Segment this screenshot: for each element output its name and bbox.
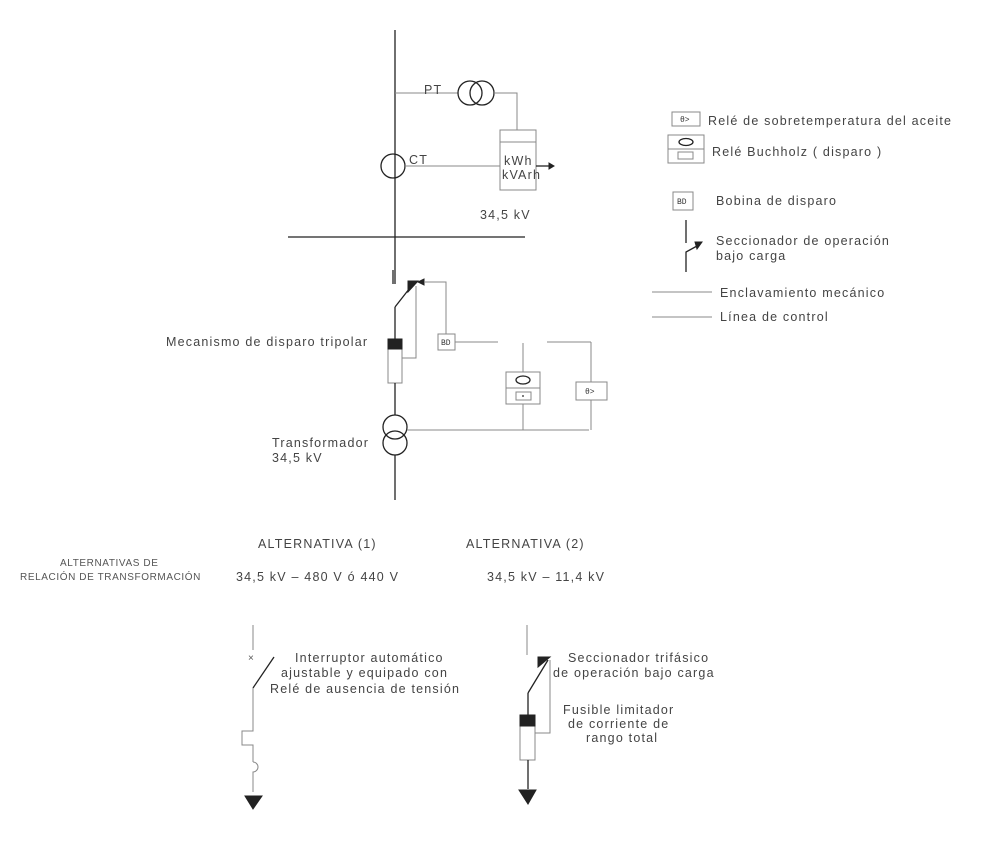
alt1-desc-3: Relé de ausencia de tensión (270, 682, 460, 696)
legend-theta-box (671, 111, 701, 127)
alt2-ratio: 34,5 kV – 11,4 kV (487, 570, 605, 584)
breaker-x-icon: × (248, 653, 254, 664)
buchholz-ellipse-icon (515, 375, 531, 385)
bd-control-line (424, 281, 447, 334)
legend-theta-symbol: θ> (680, 116, 690, 125)
legend-switch-icon (685, 245, 698, 272)
arrow-icon (548, 162, 555, 170)
alt1-load-arrow-icon (244, 795, 263, 810)
legend-label-interlock: Enclavamiento mecánico (720, 286, 885, 300)
fuse-striker-icon (387, 338, 403, 350)
undervoltage-relay-icon (241, 688, 254, 762)
metering-section: PT CT kWh kVArh 34,5 kV (288, 30, 555, 284)
alternatives-section: ALTERNATIVAS DE RELACIÓN DE TRANSFORMACI… (20, 537, 715, 810)
legend-label-control: Línea de control (720, 310, 829, 324)
trip-mechanism-label: Mecanismo de disparo tripolar (166, 335, 368, 349)
alt1-desc-1: Interruptor automático (295, 651, 444, 665)
legend-bd-symbol: BD (677, 198, 687, 207)
alt2-desc-3: Fusible limitador (563, 703, 674, 717)
alt2-heading: ALTERNATIVA (2) (466, 537, 585, 551)
circuit-breaker-blade (252, 656, 275, 689)
legend-label-trip-coil: Bobina de disparo (716, 194, 837, 208)
transformer-label: Transformador (272, 436, 369, 450)
legend-label-oil-temp: Relé de sobretemperatura del aceite (708, 114, 952, 128)
alt2-desc-1: Seccionador trifásico (568, 651, 709, 665)
meter-kvarh-label: kVArh (502, 168, 541, 182)
transformer-voltage-label: 34,5 kV (272, 451, 323, 465)
alt1-heading: ALTERNATIVA (1) (258, 537, 377, 551)
ct-icon (380, 153, 406, 179)
alt1-ratio: 34,5 kV – 480 V ó 440 V (236, 570, 399, 584)
thermal-element-icon (252, 761, 259, 792)
alt1-desc-2: ajustable y equipado con (281, 666, 448, 680)
legend-label-buchholz: Relé Buchholz ( disparo ) (712, 145, 882, 159)
legend: θ> Relé de sobretemperatura del aceite R… (652, 111, 952, 324)
alternatives-title-2: RELACIÓN DE TRANSFORMACIÓN (20, 570, 201, 583)
legend-label-switch-2: bajo carga (716, 249, 786, 263)
theta-label: θ> (585, 388, 595, 397)
legend-bd-box (672, 191, 694, 211)
alt2-desc-5: rango total (586, 731, 658, 745)
meter-kwh-label: kWh (504, 154, 533, 168)
transformer-section: BD θ> Mecanismo de disparo tripolar Tran… (166, 270, 608, 500)
alt2-load-arrow-icon (518, 789, 537, 805)
mechanical-interlock-line (402, 286, 417, 359)
energy-meter-box (499, 129, 537, 191)
alt2-fuse-striker-icon (519, 714, 536, 727)
pt-label: PT (424, 83, 442, 97)
alt2-switch-blade (527, 659, 549, 694)
buchholz-dot-icon (522, 395, 524, 397)
power-transformer-icon-2 (382, 430, 408, 456)
power-transformer-icon (382, 414, 408, 440)
pt-to-meter-line (494, 92, 518, 130)
bd-label: BD (441, 339, 451, 348)
alternatives-title-1: ALTERNATIVAS DE (60, 558, 158, 569)
alt2-desc-2: de operación bajo carga (553, 666, 715, 680)
legend-buchholz-contact-icon (677, 151, 694, 160)
switch-actuator-icon (407, 280, 420, 294)
alt2-switch-actuator-icon (537, 656, 552, 669)
legend-switch-actuator-icon (694, 241, 703, 251)
control-arrow-icon (416, 278, 425, 286)
buchholz-contact-icon (515, 391, 532, 401)
pt-transformer-icon (457, 80, 483, 106)
ct-label: CT (409, 153, 428, 167)
legend-label-switch: Seccionador de operación (716, 234, 890, 248)
alt2-interlock-line (535, 660, 551, 734)
legend-buchholz-ellipse-icon (678, 137, 694, 147)
alt2-desc-4: de corriente de (568, 717, 669, 731)
bus-voltage-label: 34,5 kV (480, 208, 531, 222)
